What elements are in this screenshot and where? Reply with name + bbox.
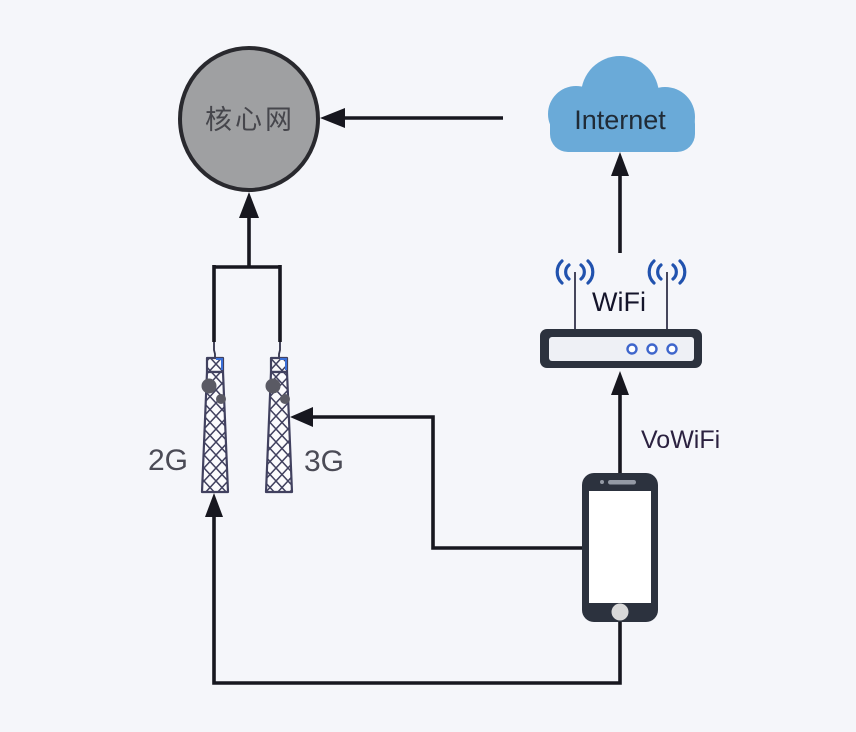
antenna-dish-icon [216, 394, 226, 404]
tower-2g-mast [213, 342, 216, 359]
antenna-dish-icon [201, 378, 217, 394]
phone-speaker-icon [608, 480, 636, 485]
vowifi-label: VoWiFi [641, 426, 720, 454]
tower-head [205, 356, 225, 374]
wifi-router: WiFi [540, 259, 702, 368]
cell-tower-3g [264, 356, 294, 494]
cell-tower-2g [200, 356, 230, 494]
arrowhead-left-icon [320, 108, 345, 128]
internet-cloud [548, 56, 695, 152]
tower-accent [216, 358, 223, 370]
core-network-node: 核心网 [178, 46, 320, 192]
router-led [646, 343, 658, 355]
arrowhead-up-icon [205, 493, 223, 517]
edge-phone-to-router [611, 371, 629, 474]
phone-home-button [611, 603, 629, 621]
antenna-dish-icon [280, 394, 290, 404]
arrowhead-up-icon [611, 152, 629, 176]
router-led [626, 343, 638, 355]
edge-core-branch [212, 192, 282, 359]
tower-accent [280, 358, 287, 370]
core-network-circle [178, 46, 320, 192]
arrowhead-up-icon [611, 371, 629, 395]
tower-3g-mast [278, 342, 281, 359]
cloud-shape [550, 106, 695, 152]
edge-router-to-internet [611, 152, 629, 253]
core-network-label: 核心网 [205, 105, 295, 135]
tower-3g-label: 3G [304, 445, 344, 478]
tower-2g-label: 2G [148, 444, 188, 477]
router-led [666, 343, 678, 355]
phone [582, 473, 658, 622]
arrowhead-up-icon [239, 192, 259, 218]
edge-phone-to-3g [290, 407, 583, 550]
phone-screen [589, 491, 651, 603]
internet-label: Internet [574, 105, 666, 135]
antenna-dish-icon [265, 378, 281, 394]
tower-head [269, 356, 289, 374]
wifi-label: WiFi [592, 287, 646, 317]
wifi-signal-left-icon [555, 259, 595, 285]
edge-internet-to-core [320, 108, 503, 128]
edge-phone-to-2g [205, 493, 622, 685]
wifi-signal-right-icon [647, 259, 687, 285]
phone-camera-icon [600, 480, 604, 484]
router-panel [549, 337, 694, 361]
arrowhead-left-icon [290, 407, 313, 427]
